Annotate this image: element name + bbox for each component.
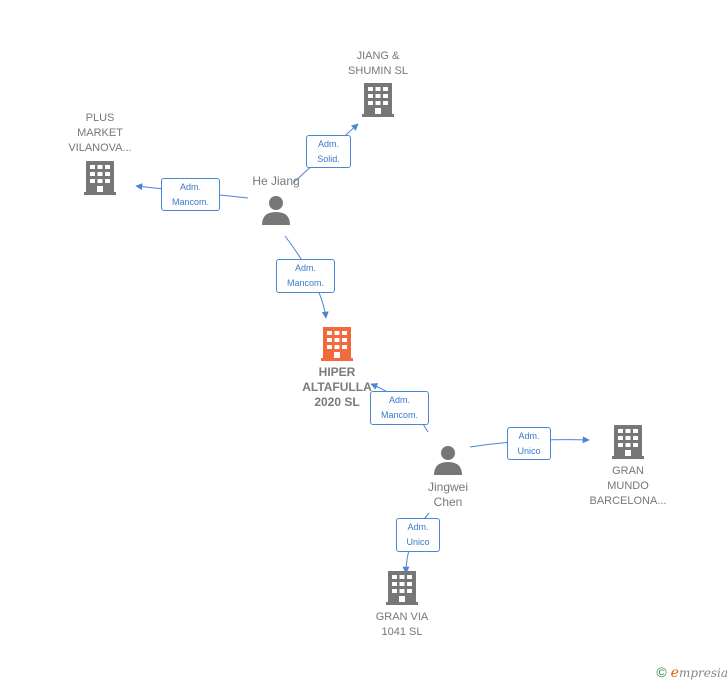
empresia-watermark: ©empresia — [656, 664, 728, 681]
company-node-gran-via[interactable]: GRAN VIA 1041 SL — [354, 571, 450, 640]
person-label: Jingwei Chen — [427, 480, 469, 509]
brand-logo-name: mpresia — [678, 666, 728, 680]
building-icon — [386, 571, 418, 605]
building-icon — [321, 327, 353, 361]
company-node-hiper-altafulla[interactable]: HIPER ALTAFULLA 2020 SL — [282, 327, 392, 410]
person-label: He Jiang — [252, 174, 300, 188]
person-icon — [434, 446, 462, 475]
role-badge-jingwei-gran-via[interactable]: Adm. Unico — [396, 518, 440, 552]
role-badge-he-jiang-hiper[interactable]: Adm. Mancom. — [276, 259, 335, 293]
building-icon — [612, 425, 644, 459]
company-node-plus-market[interactable]: PLUS MARKET VILANOVA... — [52, 111, 148, 195]
company-node-jiang-shumin[interactable]: JIANG & SHUMIN SL — [330, 49, 426, 117]
building-icon — [84, 161, 116, 195]
role-badge-he-jiang-jiang-shumin[interactable]: Adm. Solid. — [306, 135, 351, 168]
person-icon — [262, 196, 290, 225]
role-badge-he-jiang-plus-market[interactable]: Adm. Mancom. — [161, 178, 220, 211]
company-label: JIANG & SHUMIN SL — [348, 50, 408, 77]
company-node-gran-mundo[interactable]: GRAN MUNDO BARCELONA... — [578, 425, 678, 509]
company-label: HIPER ALTAFULLA 2020 SL — [302, 365, 372, 409]
building-icon — [362, 83, 394, 117]
copyright-icon: © — [656, 664, 667, 680]
company-label: GRAN MUNDO BARCELONA... — [589, 465, 667, 507]
person-node-jingwei-chen[interactable]: Jingwei Chen — [408, 445, 488, 510]
brand-logo-initial: e — [670, 665, 679, 681]
company-label: PLUS MARKET VILANOVA... — [68, 112, 132, 154]
role-badge-jingwei-hiper[interactable]: Adm. Mancom. — [370, 391, 429, 425]
company-label: GRAN VIA 1041 SL — [375, 611, 429, 638]
person-node-he-jiang[interactable]: He Jiang — [236, 174, 316, 225]
role-badge-jingwei-gran-mundo[interactable]: Adm. Unico — [507, 427, 551, 460]
